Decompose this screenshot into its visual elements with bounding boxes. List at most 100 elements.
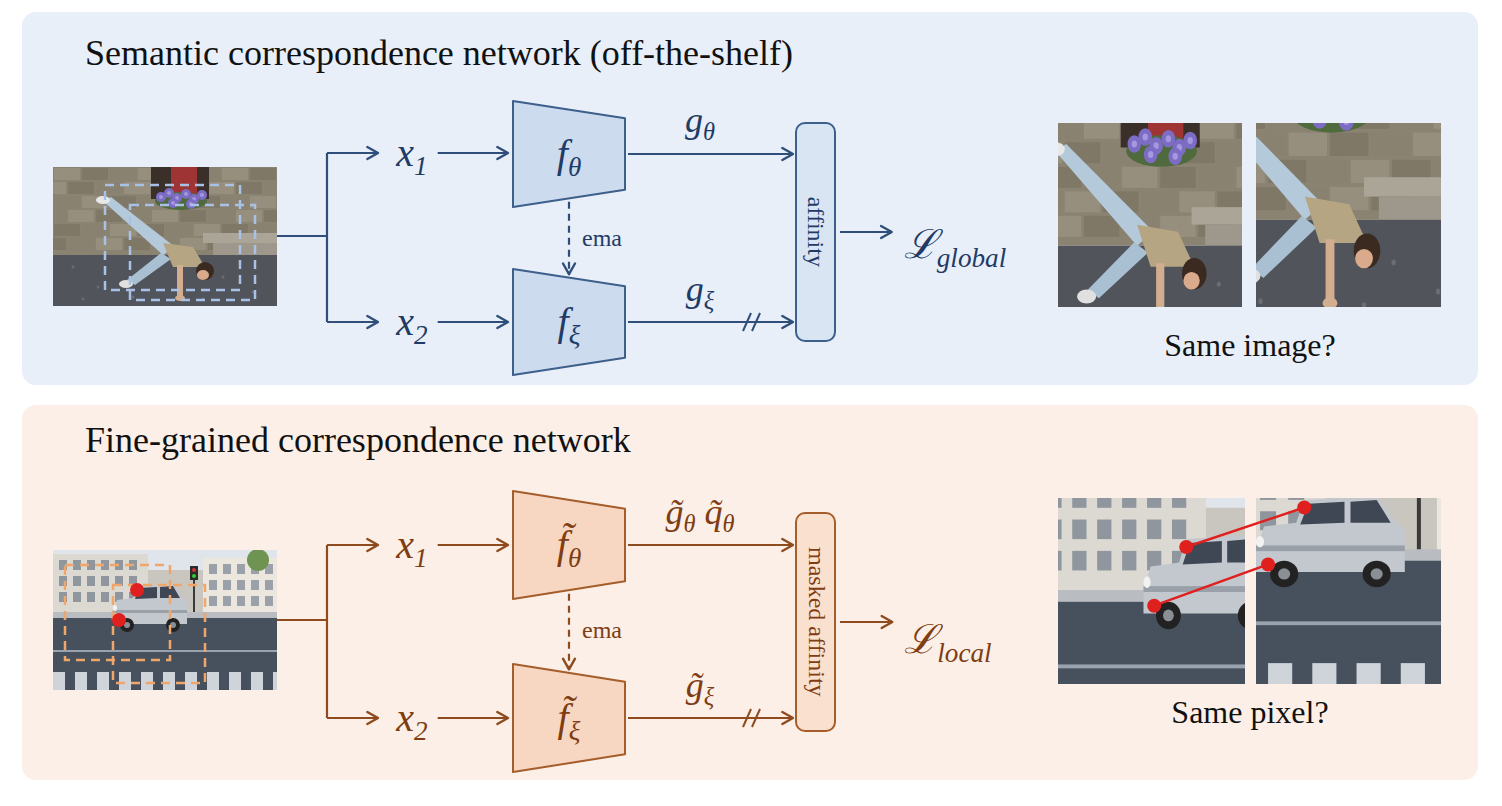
stone xyxy=(53,210,66,222)
math-subscript: θ xyxy=(568,152,581,182)
stone xyxy=(1058,123,1081,139)
building xyxy=(1058,498,1206,598)
window xyxy=(237,580,245,590)
stone xyxy=(1217,142,1242,163)
box-label: masked affinity xyxy=(802,547,830,697)
flow-arrow xyxy=(438,321,508,323)
math-subscript: ξ xyxy=(569,716,581,746)
stone xyxy=(1237,216,1242,237)
step xyxy=(1364,177,1441,196)
jeans-leg xyxy=(127,253,171,285)
pole xyxy=(1417,498,1421,553)
flower xyxy=(1144,146,1158,164)
stone xyxy=(1122,123,1157,139)
road xyxy=(53,618,277,690)
pole xyxy=(193,568,195,614)
window xyxy=(73,560,81,570)
car-window xyxy=(135,587,157,599)
stone xyxy=(194,224,220,236)
stone xyxy=(54,224,80,236)
math-label: f̃θ xyxy=(557,522,581,568)
stone xyxy=(1256,160,1265,183)
gravel xyxy=(72,266,75,269)
flower-center xyxy=(1172,153,1177,160)
flower xyxy=(197,190,207,200)
flow-arrow xyxy=(628,717,793,719)
car-stripe xyxy=(1256,545,1405,551)
flow-arrow xyxy=(628,544,793,546)
correspondence-dot xyxy=(130,583,144,597)
input-symbol: x2 xyxy=(392,693,431,743)
stone xyxy=(54,196,80,208)
window xyxy=(1072,520,1086,540)
stone xyxy=(1141,142,1176,163)
stone xyxy=(208,182,234,194)
edge-label: gξ xyxy=(686,269,714,309)
arm xyxy=(177,265,183,297)
window xyxy=(1097,498,1111,508)
wall xyxy=(1256,123,1441,220)
trapezoid-outline xyxy=(513,664,625,772)
math-label: x1 xyxy=(396,522,427,568)
window xyxy=(223,596,231,606)
math-label: fθ xyxy=(557,131,581,177)
input-symbol: x1 xyxy=(392,128,431,178)
photo-content xyxy=(1058,498,1245,684)
window xyxy=(1122,498,1136,508)
stone xyxy=(1392,160,1430,183)
flower-center xyxy=(1148,151,1153,158)
crosswalk-stripe xyxy=(75,672,87,690)
edge-label-holder: ema xyxy=(582,225,622,253)
flower-center xyxy=(1153,142,1158,149)
wall xyxy=(1058,123,1242,246)
flower-center xyxy=(1343,123,1349,125)
window xyxy=(59,576,67,586)
face xyxy=(1183,272,1199,290)
red-cloth xyxy=(1148,123,1183,144)
stone xyxy=(1198,123,1233,139)
car-body xyxy=(1143,535,1245,613)
car-window xyxy=(1300,502,1344,525)
sidewalk xyxy=(53,612,277,618)
correspondence-line xyxy=(1154,564,1268,605)
stone xyxy=(194,168,220,180)
math-symbol: x xyxy=(396,299,414,344)
stone xyxy=(152,210,178,222)
jeans-leg xyxy=(1058,144,1153,246)
foliage xyxy=(1126,135,1197,167)
photo-content xyxy=(1256,123,1441,307)
flow-arrow xyxy=(438,152,508,154)
window xyxy=(73,592,81,602)
gravel xyxy=(1362,302,1366,307)
hub xyxy=(124,622,130,628)
window xyxy=(1097,551,1111,571)
crosswalk-stripe xyxy=(229,672,241,690)
photo xyxy=(53,167,277,306)
flower xyxy=(1128,135,1142,153)
stone xyxy=(1198,167,1233,188)
building xyxy=(148,570,203,616)
flow-arrow xyxy=(840,621,892,623)
math-label: fξ xyxy=(558,299,581,345)
panel-heading: Fine-grained correspondence network xyxy=(85,420,631,461)
stone xyxy=(68,210,94,222)
flower-center xyxy=(167,191,171,195)
car-stripe xyxy=(1143,586,1245,592)
gravel xyxy=(252,291,255,294)
flower-center xyxy=(184,192,188,196)
gravel xyxy=(82,298,85,301)
arm xyxy=(1156,263,1164,307)
flower-center xyxy=(1132,141,1137,148)
caption-holder: Same pixel? xyxy=(1171,694,1328,731)
flower xyxy=(168,198,178,208)
flower xyxy=(164,188,174,198)
window xyxy=(251,580,259,590)
crop-box xyxy=(113,585,205,683)
stone xyxy=(1289,187,1327,210)
stone xyxy=(1309,123,1347,129)
flower-center xyxy=(1143,134,1148,141)
flower xyxy=(1149,137,1163,155)
car-body xyxy=(1256,498,1405,572)
jeans-leg xyxy=(1256,123,1323,220)
